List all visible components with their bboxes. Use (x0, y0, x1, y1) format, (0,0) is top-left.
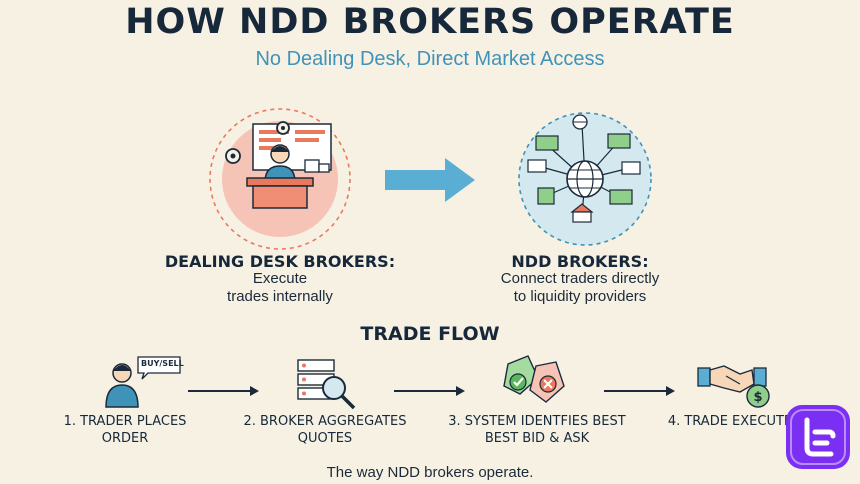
flow-arrow-2-icon (394, 386, 465, 396)
dealing-desk-desc-line2: trades internally (227, 288, 333, 305)
trader-order-icon (105, 356, 181, 408)
dealing-desk-title: DEALING DESK BROKERS: (164, 252, 396, 271)
ndd-brokers-title: NDD BROKERS: (511, 252, 649, 271)
figure-caption: The way NDD brokers operate. (326, 464, 534, 481)
price-tags-icon (503, 355, 565, 403)
global-network-icon (518, 112, 652, 246)
step-1-line2: ORDER (101, 431, 149, 446)
server-search-icon (297, 359, 356, 410)
buy-sell-badge: BUY/SELL (141, 359, 184, 368)
step-3-line2: BEST BID & ASK (484, 431, 590, 446)
step-3-line1: 3. SYSTEM IDENTFIES BEST (448, 414, 626, 429)
brand-logo-icon (786, 405, 850, 469)
trade-flow-title: TRADE FLOW (360, 323, 500, 345)
big-right-arrow-icon (385, 158, 475, 202)
dealing-desk-desc-line1: Execute (252, 270, 308, 287)
step-2-line1: 2. BROKER AGGREGATES (243, 414, 407, 429)
handshake-icon: $ (697, 365, 770, 408)
ndd-brokers-desc-line2: to liquidity providers (513, 288, 647, 305)
flow-arrow-3-icon (604, 386, 675, 396)
flow-arrow-1-icon (188, 386, 259, 396)
step-1-line1: 1. TRADER PLACES (63, 414, 187, 429)
svg-text:$: $ (753, 390, 762, 405)
dealer-desk-icon (209, 108, 351, 250)
page-subtitle: No Dealing Desk, Direct Market Access (255, 48, 605, 70)
step-2-line2: QUOTES (297, 431, 353, 446)
page-title: HOW NDD BROKERS OPERATE (125, 2, 735, 42)
ndd-brokers-desc-line1: Connect traders directly (500, 270, 660, 287)
step-4-line1: 4. TRADE EXECUTED (667, 414, 803, 429)
